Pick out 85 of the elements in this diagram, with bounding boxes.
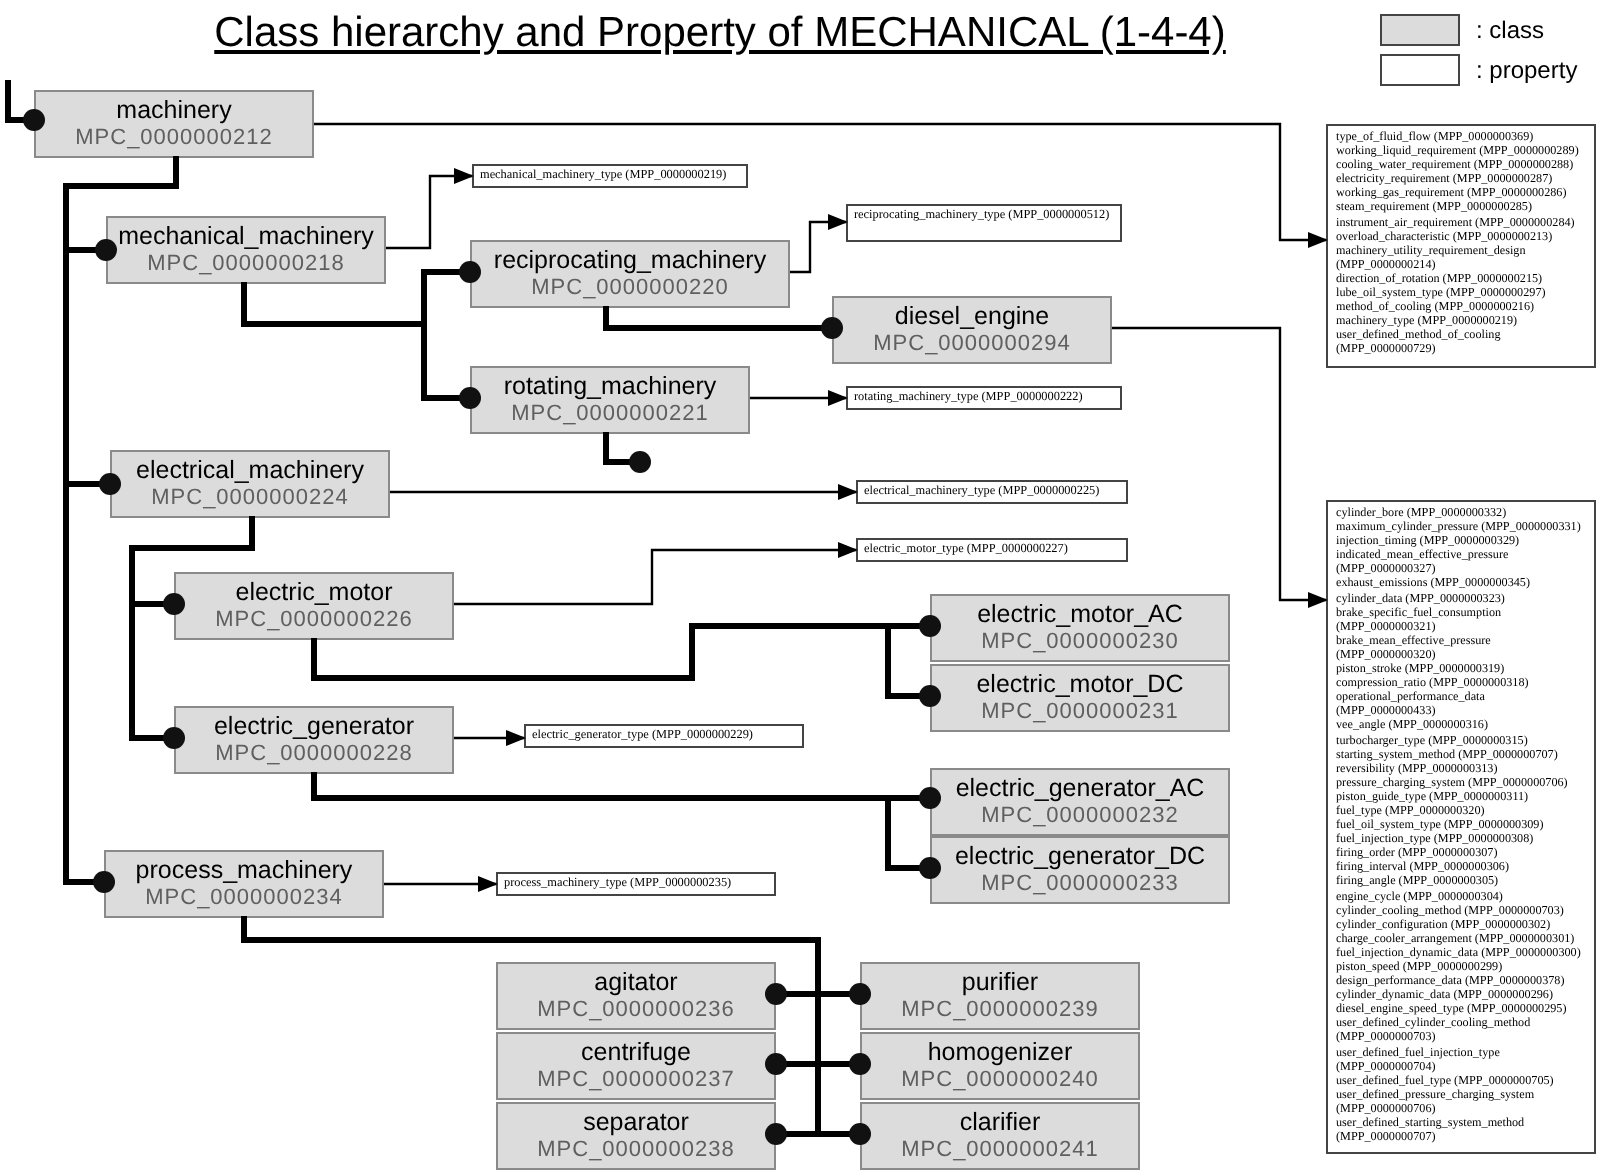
connector (603, 306, 843, 339)
class-name: centrifuge (579, 1038, 693, 1068)
class-name: homogenizer (925, 1038, 1075, 1068)
property-box (524, 724, 804, 748)
class-id: MPC_0000000236 (535, 998, 737, 1024)
class-id: MPC_0000000241 (899, 1138, 1101, 1164)
class-name: electric_generator_DC (952, 842, 1208, 872)
class-name: machinery (114, 96, 234, 126)
connector (63, 156, 179, 893)
class-name: electric_generator (211, 712, 417, 742)
class-box (496, 962, 776, 1030)
property-box (846, 386, 1122, 410)
connector (384, 876, 498, 892)
connector (390, 484, 858, 500)
class-name: agitator (592, 968, 680, 998)
class-box (104, 850, 384, 918)
class-id: MPC_0000000228 (213, 742, 415, 768)
class-name: electric_motor_DC (974, 670, 1186, 700)
class-box (470, 240, 790, 308)
class-name: purifier (959, 968, 1041, 998)
class-name: electric_motor (233, 578, 395, 608)
class-id: MPC_0000000233 (979, 872, 1181, 898)
class-id: MPC_0000000237 (535, 1068, 737, 1094)
class-id: MPC_0000000232 (979, 804, 1181, 830)
class-box (174, 572, 454, 640)
connector (241, 282, 481, 409)
class-id: MPC_0000000294 (871, 332, 1073, 358)
class-box (860, 1102, 1140, 1170)
property-box (856, 538, 1128, 562)
class-box (496, 1102, 776, 1170)
property-box (846, 204, 1122, 242)
connector (454, 542, 858, 606)
class-id: MPC_0000000218 (145, 252, 347, 278)
class-id: MPC_0000000230 (979, 630, 1181, 656)
class-id: MPC_0000000212 (73, 126, 275, 152)
property-box (472, 164, 748, 188)
class-box (930, 664, 1230, 732)
class-box (860, 1032, 1140, 1100)
class-id: MPC_0000000226 (213, 608, 415, 634)
class-id: MPC_0000000224 (149, 486, 351, 512)
class-id: MPC_0000000221 (509, 402, 711, 428)
class-name: reciprocating_machinery (491, 246, 769, 276)
class-box (110, 450, 390, 518)
diagram-title: Class hierarchy and Property of MECHANICAL (1-4-4) (214, 10, 1226, 58)
class-box (860, 962, 1140, 1030)
class-box (832, 296, 1112, 364)
connector (311, 772, 941, 879)
class-name: electric_generator_AC (953, 774, 1207, 804)
class-id: MPC_0000000239 (899, 998, 1101, 1024)
class-box (496, 1032, 776, 1100)
class-box (470, 366, 750, 434)
class-id: MPC_0000000240 (899, 1068, 1101, 1094)
class-id: MPC_0000000220 (529, 276, 731, 302)
class-box (174, 706, 454, 774)
class-box (930, 768, 1230, 836)
class-name: separator (581, 1108, 691, 1138)
class-id: MPC_0000000238 (535, 1138, 737, 1164)
class-box (930, 594, 1230, 662)
property-box (496, 872, 776, 896)
class-box (930, 836, 1230, 904)
connector (454, 730, 526, 746)
property-box (856, 480, 1128, 504)
class-name: electrical_machinery (134, 456, 366, 486)
class-name: mechanical_machinery (116, 222, 376, 252)
connector (603, 432, 651, 473)
class-name: process_machinery (133, 856, 355, 886)
class-box (106, 216, 386, 284)
legend-label: : property (1476, 56, 1578, 84)
class-name: electric_motor_AC (975, 600, 1185, 630)
class-id: MPC_0000000234 (143, 886, 345, 912)
connector (790, 214, 848, 274)
connector (1112, 326, 1328, 608)
class-box (34, 90, 314, 158)
connector (311, 623, 941, 707)
connector (750, 390, 848, 406)
class-id: MPC_0000000231 (979, 700, 1181, 726)
property-list-box (1326, 124, 1596, 367)
property-list-box (1326, 500, 1596, 1155)
class-name: rotating_machinery (501, 372, 719, 402)
connector (314, 122, 1328, 248)
class-name: clarifier (957, 1108, 1043, 1138)
legend-label: : class (1476, 16, 1545, 44)
connector (386, 168, 474, 250)
class-name: diesel_engine (892, 302, 1052, 332)
connector (5, 80, 45, 131)
